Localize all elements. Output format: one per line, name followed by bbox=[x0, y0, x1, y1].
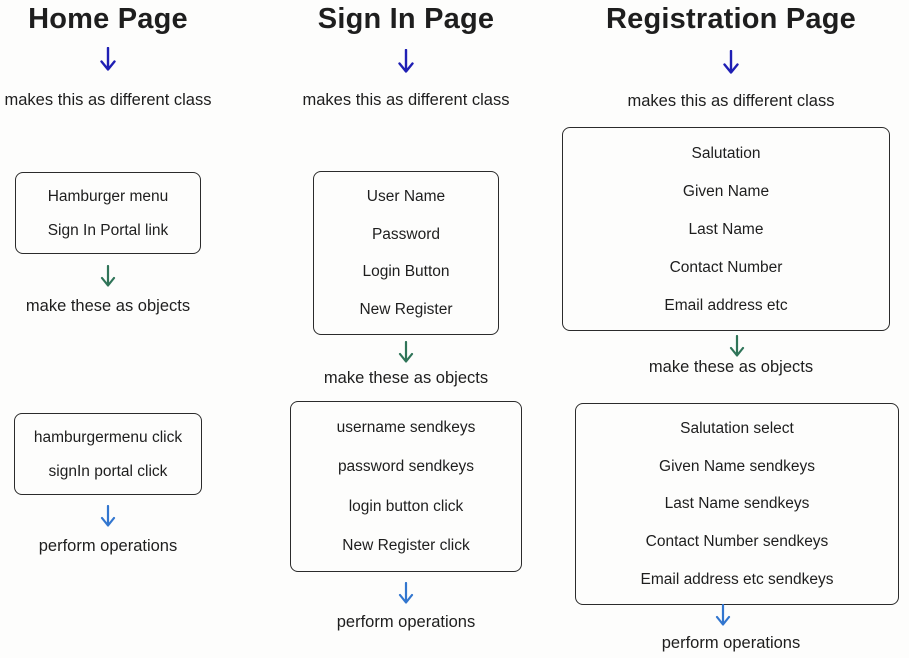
down-arrow-icon bbox=[723, 50, 739, 74]
element-label: New Register bbox=[359, 300, 453, 318]
column-home-page: Home Page makes this as different class … bbox=[3, 0, 213, 658]
class-note: makes this as different class bbox=[627, 92, 835, 110]
column-registration-page: Registration Page makes this as differen… bbox=[558, 0, 904, 658]
action-label: Contact Number sendkeys bbox=[645, 533, 829, 551]
page-elements-box: Hamburger menu Sign In Portal link bbox=[15, 172, 201, 254]
objects-note: make these as objects bbox=[323, 369, 489, 387]
objects-note: make these as objects bbox=[648, 358, 814, 376]
action-label: Last Name sendkeys bbox=[664, 495, 810, 513]
action-label: hamburgermenu click bbox=[33, 428, 183, 446]
action-label: Salutation select bbox=[680, 420, 794, 438]
objects-note: make these as objects bbox=[25, 297, 191, 315]
operations-note: perform operations bbox=[661, 634, 801, 652]
page-elements-box: User Name Password Login Button New Regi… bbox=[313, 171, 499, 335]
page-actions-box: Salutation select Given Name sendkeys La… bbox=[575, 403, 899, 605]
element-label: Email address etc bbox=[664, 296, 788, 314]
column-sign-in-page: Sign In Page makes this as different cla… bbox=[286, 0, 526, 658]
action-label: password sendkeys bbox=[337, 458, 475, 476]
down-arrow-icon bbox=[398, 582, 414, 604]
page-title: Registration Page bbox=[606, 3, 856, 35]
down-arrow-icon bbox=[398, 341, 414, 363]
element-label: Login Button bbox=[362, 263, 450, 281]
element-label: Sign In Portal link bbox=[47, 221, 169, 239]
element-label: Salutation bbox=[691, 144, 761, 162]
element-label: Given Name bbox=[682, 182, 770, 200]
action-label: login button click bbox=[348, 497, 464, 515]
element-label: Hamburger menu bbox=[47, 187, 169, 205]
down-arrow-icon bbox=[100, 505, 116, 527]
down-arrow-icon bbox=[729, 335, 745, 357]
action-label: username sendkeys bbox=[336, 419, 476, 437]
element-label: Contact Number bbox=[669, 258, 783, 276]
action-label: New Register click bbox=[342, 536, 470, 554]
element-label: Password bbox=[371, 225, 441, 243]
class-note: makes this as different class bbox=[302, 91, 510, 109]
page-elements-box: Salutation Given Name Last Name Contact … bbox=[562, 127, 890, 331]
action-label: Given Name sendkeys bbox=[659, 457, 815, 475]
down-arrow-icon bbox=[100, 47, 116, 71]
action-label: Email address etc sendkeys bbox=[640, 570, 834, 588]
page-actions-box: hamburgermenu click signIn portal click bbox=[14, 413, 202, 495]
action-label: signIn portal click bbox=[48, 462, 168, 480]
operations-note: perform operations bbox=[336, 613, 476, 631]
class-note: makes this as different class bbox=[4, 91, 212, 109]
element-label: User Name bbox=[366, 188, 446, 206]
page-title: Home Page bbox=[28, 3, 188, 35]
operations-note: perform operations bbox=[38, 537, 178, 555]
page-actions-box: username sendkeys password sendkeys logi… bbox=[290, 401, 522, 572]
element-label: Last Name bbox=[688, 220, 764, 238]
down-arrow-icon bbox=[100, 265, 116, 287]
page-title: Sign In Page bbox=[317, 3, 495, 35]
down-arrow-icon bbox=[398, 49, 414, 73]
down-arrow-icon bbox=[715, 604, 731, 626]
